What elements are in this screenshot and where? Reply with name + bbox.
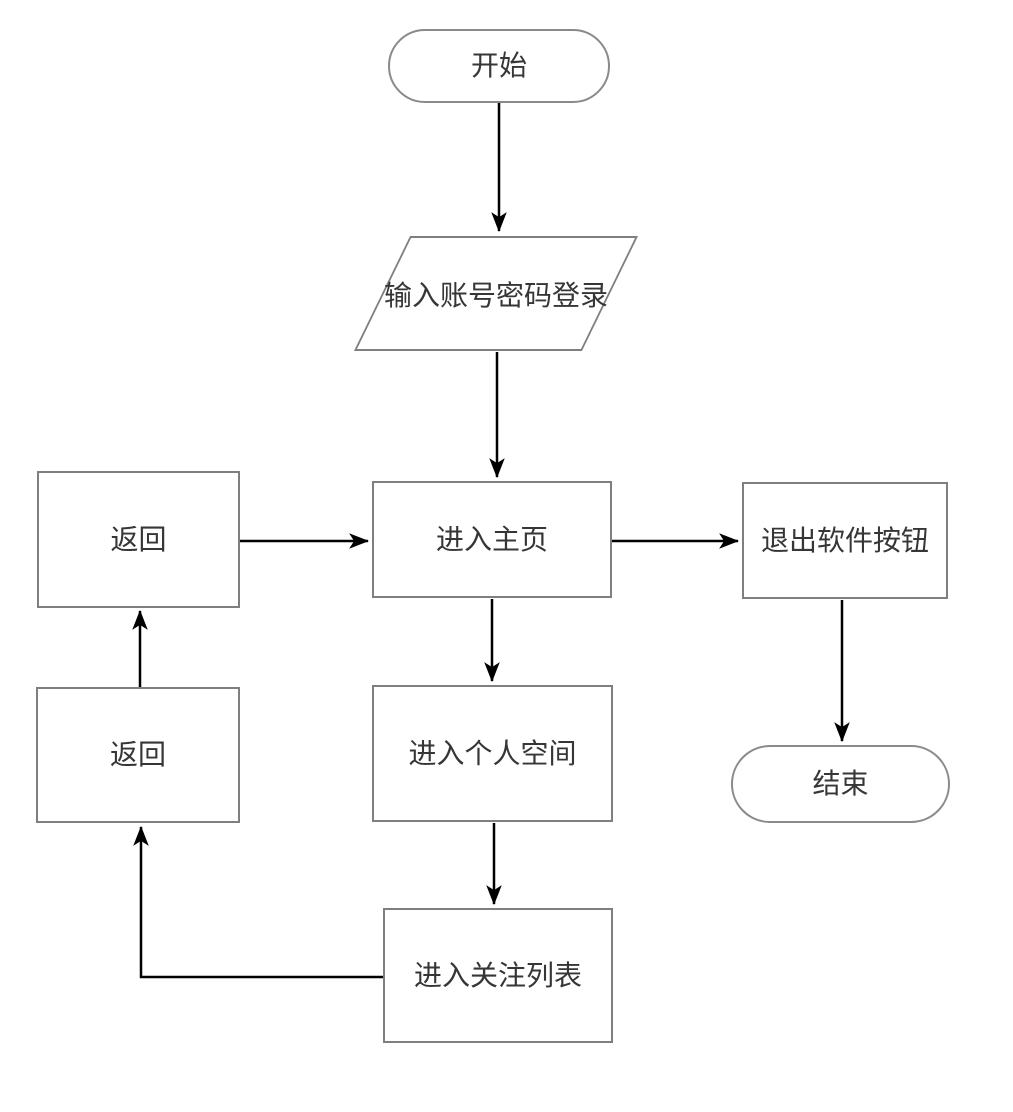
- node-follow-list-label: 进入关注列表: [413, 958, 582, 992]
- node-personal-space-label: 进入个人空间: [408, 736, 577, 770]
- node-input-login-label: 输入账号密码登录: [383, 278, 608, 312]
- node-end: 结束: [731, 745, 950, 823]
- node-back-lower-label: 返回: [109, 738, 166, 772]
- node-exit-button-label: 退出软件按钮: [760, 523, 929, 557]
- node-exit-button: 退出软件按钮: [742, 482, 948, 599]
- node-end-label: 结束: [812, 767, 869, 801]
- node-follow-list: 进入关注列表: [383, 908, 613, 1043]
- node-start: 开始: [388, 29, 610, 103]
- node-back-upper-label: 返回: [110, 522, 167, 556]
- node-input-login: 输入账号密码登录: [353, 236, 639, 351]
- node-home: 进入主页: [372, 481, 612, 598]
- node-home-label: 进入主页: [435, 522, 548, 556]
- node-personal-space: 进入个人空间: [372, 685, 613, 822]
- node-back-lower: 返回: [36, 687, 240, 823]
- edge-follow-list-to-back-lower: [133, 825, 384, 979]
- node-start-label: 开始: [470, 49, 527, 83]
- node-back-upper: 返回: [37, 471, 240, 608]
